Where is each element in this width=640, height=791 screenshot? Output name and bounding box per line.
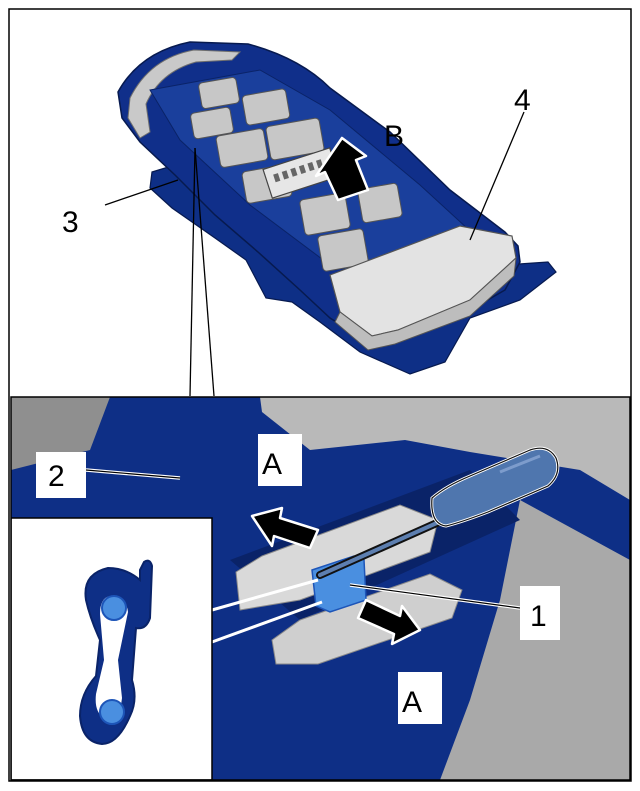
screwdriver-icon <box>316 446 560 579</box>
callout-a-top: A <box>262 448 282 481</box>
inset-pointer-line-a <box>211 578 319 612</box>
top-view: B 4 3 <box>62 41 557 397</box>
label-box-1 <box>520 586 560 640</box>
leader-4 <box>469 111 525 241</box>
label-box-2 <box>36 452 86 498</box>
callout-a-bottom: A <box>402 686 422 719</box>
detail-pointer-left <box>189 147 196 397</box>
grey-tab-upper <box>235 504 439 611</box>
arrow-a-right-icon <box>356 598 422 646</box>
leader-3 <box>104 179 179 206</box>
arrow-b-icon <box>314 136 370 202</box>
leader-1-inner <box>349 584 521 609</box>
lid-edge <box>334 256 517 351</box>
callout-2: 2 <box>48 460 65 493</box>
callout-3: 3 <box>62 206 79 239</box>
detail-view: 2 A 1 A <box>10 396 631 781</box>
leader-2-inner <box>85 469 181 479</box>
inset-pointer-line-b <box>211 600 323 644</box>
label-box-a-top <box>258 434 302 486</box>
grey-surface-top-right <box>260 397 630 500</box>
silver-rim <box>127 49 242 139</box>
detail-pointer-right <box>194 147 215 397</box>
detail-border <box>10 396 631 781</box>
clip-detail-icon <box>78 559 154 746</box>
grey-modules <box>190 77 403 272</box>
arrow-a-left-icon <box>250 506 320 550</box>
callout-b: B <box>384 120 404 153</box>
callout-1: 1 <box>530 600 547 633</box>
label-box-a-bottom <box>398 672 442 724</box>
callout-4: 4 <box>514 84 531 117</box>
grey-surface-top-left <box>11 397 110 470</box>
